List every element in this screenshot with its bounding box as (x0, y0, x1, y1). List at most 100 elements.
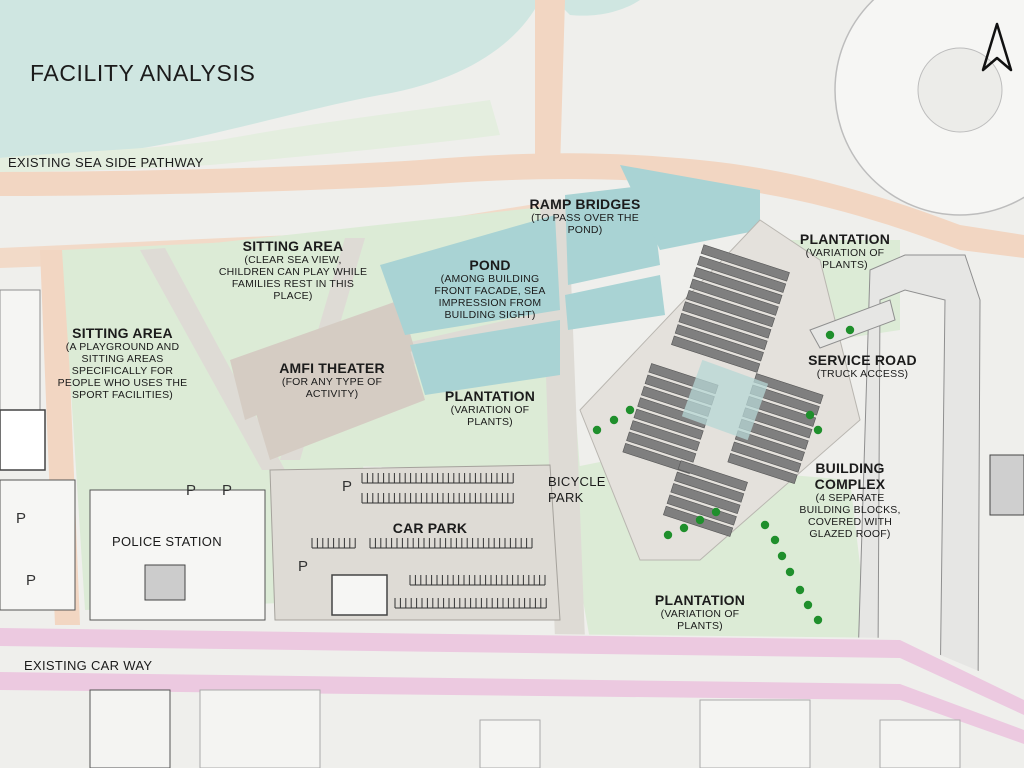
tree-icon (711, 507, 721, 517)
roof-block-east-slab (727, 453, 798, 484)
north-arrow-icon (981, 22, 1013, 72)
tree-icon (785, 567, 795, 577)
pond-1 (380, 215, 560, 335)
amfi-area-1 (230, 300, 415, 420)
roof-block-north-slab (700, 244, 790, 282)
building-complex-label: BUILDING COMPLEX (4 SEPARATE BUILDING BL… (795, 460, 905, 540)
car-park-label: CAR PARK (375, 520, 485, 536)
ramp-bridges-label: RAMP BRIDGES (TO PASS OVER THE POND) (520, 196, 650, 236)
building-complex-desc: (4 SEPARATE BUILDING BLOCKS, COVERED WIT… (799, 492, 901, 541)
parking-stalls (311, 473, 547, 609)
parking-mark-carpark-2: P (298, 558, 309, 575)
roof-block-north-slab (678, 312, 768, 350)
roof-block-south-slab (666, 494, 737, 526)
sitting-area-view-label: SITTING AREA (CLEAR SEA VIEW, CHILDREN C… (218, 238, 368, 302)
service-road-title: SERVICE ROAD (808, 352, 917, 368)
tree-icon (663, 530, 673, 540)
roof-block-south-slab (677, 460, 748, 492)
pond-4 (565, 275, 665, 330)
roof-block-west-slab (626, 431, 697, 463)
tree-icon (805, 410, 815, 420)
plantation-south-desc: (VARIATION OF PLANTS) (660, 608, 740, 633)
parking-mark-left: P (16, 510, 27, 527)
pond-title: POND (469, 257, 511, 273)
tree-icon (609, 415, 619, 425)
amfi-theater-desc: (FOR ANY TYPE OF ACTIVITY) (281, 376, 383, 401)
sitting-area-view-title: SITTING AREA (242, 238, 344, 254)
pond-label: POND (AMONG BUILDING FRONT FACADE, SEA I… (425, 257, 555, 321)
tree-icon (592, 425, 602, 435)
tree-icon (625, 405, 635, 415)
plantation-northeast-title: PLANTATION (799, 231, 891, 247)
sea-area (0, 0, 540, 158)
roof-block-east-slab (753, 373, 824, 405)
roof-block-north-slab (685, 290, 776, 328)
building-roofs (622, 244, 824, 537)
tree-icon (813, 615, 823, 625)
car-way-label: EXISTING CAR WAY (24, 658, 153, 673)
east-building (989, 454, 1024, 516)
sea-area-small (555, 0, 640, 16)
vertical-path-top (535, 0, 565, 170)
bottom-building-4 (699, 699, 811, 768)
glazed-roof (681, 359, 769, 441)
roof-block-north-slab (671, 335, 761, 373)
tree-icon (695, 515, 705, 525)
pond-desc: (AMONG BUILDING FRONT FACADE, SEA IMPRES… (434, 273, 546, 322)
parking-mark-police: P (222, 482, 233, 499)
tree-icon (803, 600, 813, 610)
plantation-center-label: PLANTATION (VARIATION OF PLANTS) (435, 388, 545, 428)
stadium-inner (917, 47, 1003, 133)
ramp-bridges-title: RAMP BRIDGES (529, 196, 641, 212)
police-station-label: POLICE STATION (112, 534, 222, 549)
sitting-area-sport-desc: (A PLAYGROUND AND SITTING AREAS SPECIFIC… (57, 341, 188, 402)
roof-block-north-slab (697, 255, 787, 293)
tree-icon (795, 585, 805, 595)
tree-icon (760, 520, 770, 530)
roof-block-east-slab (731, 441, 802, 473)
plantation-south-title: PLANTATION (654, 592, 746, 608)
police-building (144, 564, 186, 601)
bottom-building-5 (879, 719, 961, 768)
pond-3 (565, 185, 660, 285)
roof-block-south-slab (674, 471, 745, 503)
shore-green (0, 100, 500, 172)
bicycle-park-label: BICYCLE PARK (548, 474, 606, 505)
parking-mark-carpark: P (342, 478, 353, 495)
roof-block-north-slab (674, 324, 764, 362)
bottom-building-2 (199, 689, 321, 768)
parking-mark-police-2: P (186, 482, 197, 499)
bottom-building-3 (479, 719, 541, 768)
roof-block-west-slab (629, 420, 700, 452)
amfi-theater-label: AMFI THEATER (FOR ANY TYPE OF ACTIVITY) (262, 360, 402, 400)
sea-side-pathway-label: EXISTING SEA SIDE PATHWAY (8, 155, 204, 170)
sea-side-pathway-strip (0, 153, 1024, 258)
car-park-area (269, 464, 561, 621)
tree-icon (845, 325, 855, 335)
plantation-south-label: PLANTATION (VARIATION OF PLANTS) (640, 592, 760, 632)
sitting-area-view-desc: (CLEAR SEA VIEW, CHILDREN CAN PLAY WHILE… (218, 254, 368, 303)
left-lot (0, 479, 76, 611)
plantation-northeast-desc: (VARIATION OF PLANTS) (805, 247, 885, 272)
pond-5 (620, 165, 760, 250)
pond-2 (410, 320, 560, 395)
tree-icon (777, 551, 787, 561)
plantation-center-desc: (VARIATION OF PLANTS) (450, 404, 530, 429)
left-building (0, 409, 46, 471)
car-park-title: CAR PARK (392, 520, 468, 536)
roof-block-north-slab (689, 278, 779, 316)
tree-icon (825, 330, 835, 340)
tree-icon (813, 425, 823, 435)
sitting-area-sport-title: SITTING AREA (72, 325, 173, 341)
parking-mark-left-2: P (26, 572, 37, 589)
car-park-kiosk (331, 574, 388, 616)
tree-icon (679, 523, 689, 533)
service-road-desc: (TRUCK ACCESS) (816, 368, 909, 381)
page-title: FACILITY ANALYSIS (30, 60, 256, 86)
sitting-area-sport-label: SITTING AREA (A PLAYGROUND AND SITTING A… (55, 325, 190, 401)
plantation-trees (592, 325, 855, 625)
roof-block-north-slab (693, 267, 783, 305)
car-way-upper-lane (0, 628, 1024, 715)
